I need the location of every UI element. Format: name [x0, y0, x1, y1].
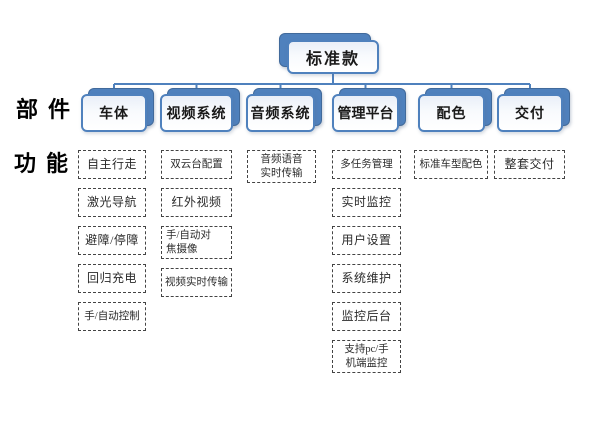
category-label: 交付 [515, 107, 545, 122]
category-node-face: 配色 [418, 94, 485, 132]
category-node-audio-system: 音频系统 [246, 88, 322, 132]
feature-column-management-platform: 多任务管理 实时监控 用户设置 系统维护 监控后台 支持pc/手 机端监控 [332, 150, 401, 382]
feature-box: 标准车型配色 [414, 150, 488, 179]
feature-column-video-system: 双云台配置 红外视频 手/自动对 焦摄像 视频实时传输 [161, 150, 232, 306]
category-node-body: 车体 [81, 88, 154, 132]
category-node-video-system: 视频系统 [160, 88, 240, 132]
feature-box: 回归充电 [78, 264, 146, 293]
feature-column-body: 自主行走 激光导航 避障/停障 回归充电 手/自动控制 [78, 150, 146, 340]
category-label: 视频系统 [166, 107, 227, 122]
feature-box: 整套交付 [494, 150, 565, 179]
side-label-parts: 部件 [16, 97, 81, 122]
category-node-face: 交付 [497, 94, 563, 132]
feature-box: 监控后台 [332, 302, 401, 331]
root-node-label: 标准款 [305, 51, 360, 68]
feature-box: 激光导航 [78, 188, 146, 217]
feature-column-audio-system: 音频语音 实时传输 [247, 150, 316, 192]
category-node-delivery: 交付 [497, 88, 570, 132]
root-node-face: 标准款 [287, 40, 379, 74]
feature-box: 多任务管理 [332, 150, 401, 179]
feature-box: 用户设置 [332, 226, 401, 255]
category-label: 管理平台 [337, 107, 394, 122]
feature-box: 自主行走 [78, 150, 146, 179]
feature-box: 实时监控 [332, 188, 401, 217]
category-node-management-platform: 管理平台 [332, 88, 406, 132]
feature-column-color-scheme: 标准车型配色 [414, 150, 488, 188]
category-label: 配色 [436, 107, 467, 122]
feature-column-delivery: 整套交付 [494, 150, 565, 188]
feature-box: 视频实时传输 [161, 268, 232, 298]
feature-box: 手/自动控制 [78, 302, 146, 331]
category-node-color-scheme: 配色 [418, 88, 492, 132]
category-node-face: 车体 [81, 94, 147, 132]
root-node: 标准款 [279, 33, 379, 74]
feature-box: 手/自动对 焦摄像 [161, 226, 232, 260]
category-label: 音频系统 [250, 107, 311, 122]
side-label-functions: 功能 [14, 151, 79, 176]
feature-box: 红外视频 [161, 188, 232, 217]
feature-box: 双云台配置 [161, 150, 232, 179]
feature-box: 系统维护 [332, 264, 401, 293]
category-label: 车体 [99, 107, 129, 122]
category-node-face: 视频系统 [160, 94, 233, 132]
category-node-face: 音频系统 [246, 94, 315, 132]
feature-box: 音频语音 实时传输 [247, 150, 316, 184]
feature-box: 支持pc/手 机端监控 [332, 340, 401, 374]
category-node-face: 管理平台 [332, 94, 399, 132]
feature-box: 避障/停障 [78, 226, 146, 255]
